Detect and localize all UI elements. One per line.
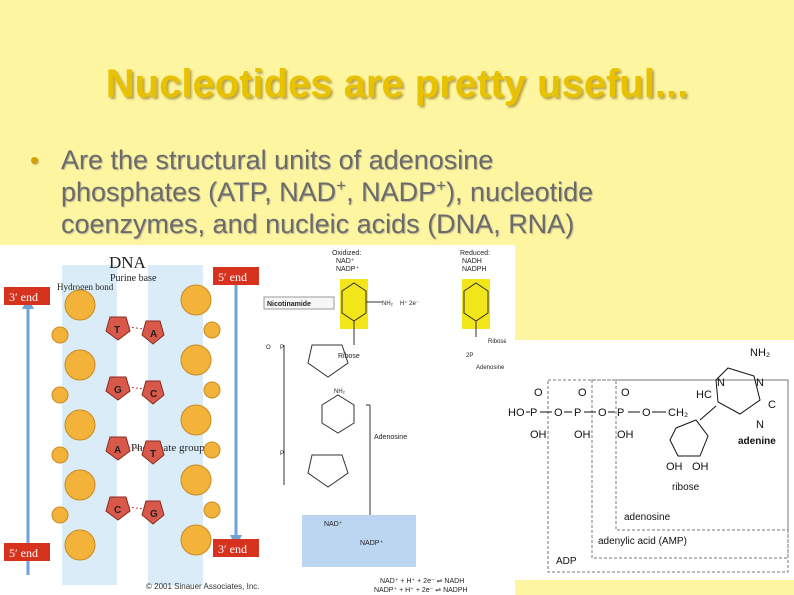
svg-text:O: O xyxy=(578,387,587,399)
svg-text:NAD⁺ + H⁺ + 2e⁻ ⇌ NADH: NAD⁺ + H⁺ + 2e⁻ ⇌ NADH xyxy=(380,578,464,585)
adp-label: ADP xyxy=(556,556,577,567)
svg-text:NH₂: NH₂ xyxy=(382,301,394,307)
svg-text:OH: OH xyxy=(666,461,683,473)
svg-text:Adenosine: Adenosine xyxy=(476,365,505,371)
adenine-label: adenine xyxy=(738,436,776,447)
svg-text:O: O xyxy=(534,387,543,399)
svg-text:NADP⁺: NADP⁺ xyxy=(336,266,359,273)
svg-text:P: P xyxy=(280,345,284,351)
svg-text:Oxidized:: Oxidized: xyxy=(332,250,361,257)
ribose-label: ribose xyxy=(672,482,700,493)
svg-text:2P: 2P xyxy=(466,353,473,359)
amp-label: adenylic acid (AMP) xyxy=(598,536,687,547)
svg-text:OH: OH xyxy=(692,461,709,473)
svg-text:Nicotinamide: Nicotinamide xyxy=(267,301,311,308)
phosphate-group-label: Phosphate group xyxy=(131,442,205,454)
nadp-box xyxy=(302,515,416,567)
svg-text:NADP⁺ + H⁺ + 2e⁻ ⇌ NADPH: NADP⁺ + H⁺ + 2e⁻ ⇌ NADPH xyxy=(374,587,468,594)
svg-text:P: P xyxy=(574,407,581,419)
hydrogen-bonds xyxy=(127,326,145,510)
dna-phosphates xyxy=(51,321,221,524)
svg-text:A: A xyxy=(114,445,121,456)
bullet-line-1: Are the structural units of adenosine xyxy=(61,145,494,175)
dna-base-letters: T A G C A T C G xyxy=(114,325,158,520)
svg-text:A: A xyxy=(150,329,157,340)
svg-text:NH₂: NH₂ xyxy=(750,347,770,359)
svg-text:NH₂: NH₂ xyxy=(334,389,346,395)
svg-text:Adenosine: Adenosine xyxy=(374,434,407,441)
svg-text:HO: HO xyxy=(508,407,525,419)
svg-text:CH₂: CH₂ xyxy=(668,407,688,419)
purine-base-label: Purine base xyxy=(110,273,157,284)
nad-figure: Oxidized: NAD⁺ NADP⁺ Reduced: NADH NADPH… xyxy=(262,245,515,595)
atp-figure: HO P P P O O O O O O OH OH OH CH₂ OH OH … xyxy=(506,340,794,580)
svg-text:Reduced:: Reduced: xyxy=(460,250,490,257)
three-end-top: 3′ end xyxy=(9,290,38,304)
bullet-line-2: phosphates (ATP, NAD+, NADP+), nucleotid… xyxy=(61,176,594,207)
svg-text:HC: HC xyxy=(696,389,712,401)
svg-text:C: C xyxy=(150,389,157,400)
svg-text:NADP⁺: NADP⁺ xyxy=(360,540,383,547)
copyright-text: © 2001 Sinauer Associates, Inc. xyxy=(146,582,260,591)
dna-sugars-right xyxy=(180,284,212,556)
dna-sugars-left xyxy=(64,289,96,561)
svg-text:N: N xyxy=(756,419,764,431)
bullet-item: Are the structural units of adenosine ph… xyxy=(61,144,781,240)
three-end-bottom: 3′ end xyxy=(218,542,247,556)
svg-text:G: G xyxy=(150,509,158,520)
dna-figure: DNA Purine base Hydrogen bond 5′ end 3′ … xyxy=(0,245,262,595)
svg-text:NADPH: NADPH xyxy=(462,266,487,273)
svg-text:C: C xyxy=(114,505,121,516)
svg-text:O: O xyxy=(598,407,607,419)
svg-text:P: P xyxy=(617,407,624,419)
svg-text:O: O xyxy=(621,387,630,399)
five-end-top: 5′ end xyxy=(218,270,247,284)
bullet-line-3: coenzymes, and nucleic acids (DNA, RNA) xyxy=(61,209,575,239)
svg-text:T: T xyxy=(114,325,120,336)
svg-text:NAD⁺: NAD⁺ xyxy=(324,521,343,528)
svg-text:NAD⁺: NAD⁺ xyxy=(336,258,355,265)
svg-text:O: O xyxy=(554,407,563,419)
hydrogen-bond-label: Hydrogen bond xyxy=(57,282,114,292)
svg-text:P: P xyxy=(280,451,284,457)
svg-text:P: P xyxy=(530,407,537,419)
svg-text:O: O xyxy=(266,345,271,351)
svg-text:Ribose: Ribose xyxy=(338,353,360,360)
svg-text:OH: OH xyxy=(617,429,634,441)
svg-text:C: C xyxy=(768,399,776,411)
five-end-bottom: 5′ end xyxy=(9,546,38,560)
svg-text:OH: OH xyxy=(530,429,547,441)
svg-text:Ribose: Ribose xyxy=(488,339,507,345)
svg-text:N: N xyxy=(717,377,725,389)
adenosine-label: adenosine xyxy=(624,512,671,523)
svg-text:N: N xyxy=(756,377,764,389)
svg-text:NADH: NADH xyxy=(462,258,482,265)
slide-title: Nucleotides are pretty useful... xyxy=(105,62,689,106)
svg-text:OH: OH xyxy=(574,429,591,441)
bullet-dot-icon: • xyxy=(30,145,40,175)
svg-text:H⁺ 2e⁻: H⁺ 2e⁻ xyxy=(400,300,419,307)
svg-text:O: O xyxy=(642,407,651,419)
dna-title: DNA xyxy=(109,253,147,272)
svg-text:T: T xyxy=(150,449,156,460)
svg-text:G: G xyxy=(114,385,122,396)
dna-bases xyxy=(105,316,165,525)
